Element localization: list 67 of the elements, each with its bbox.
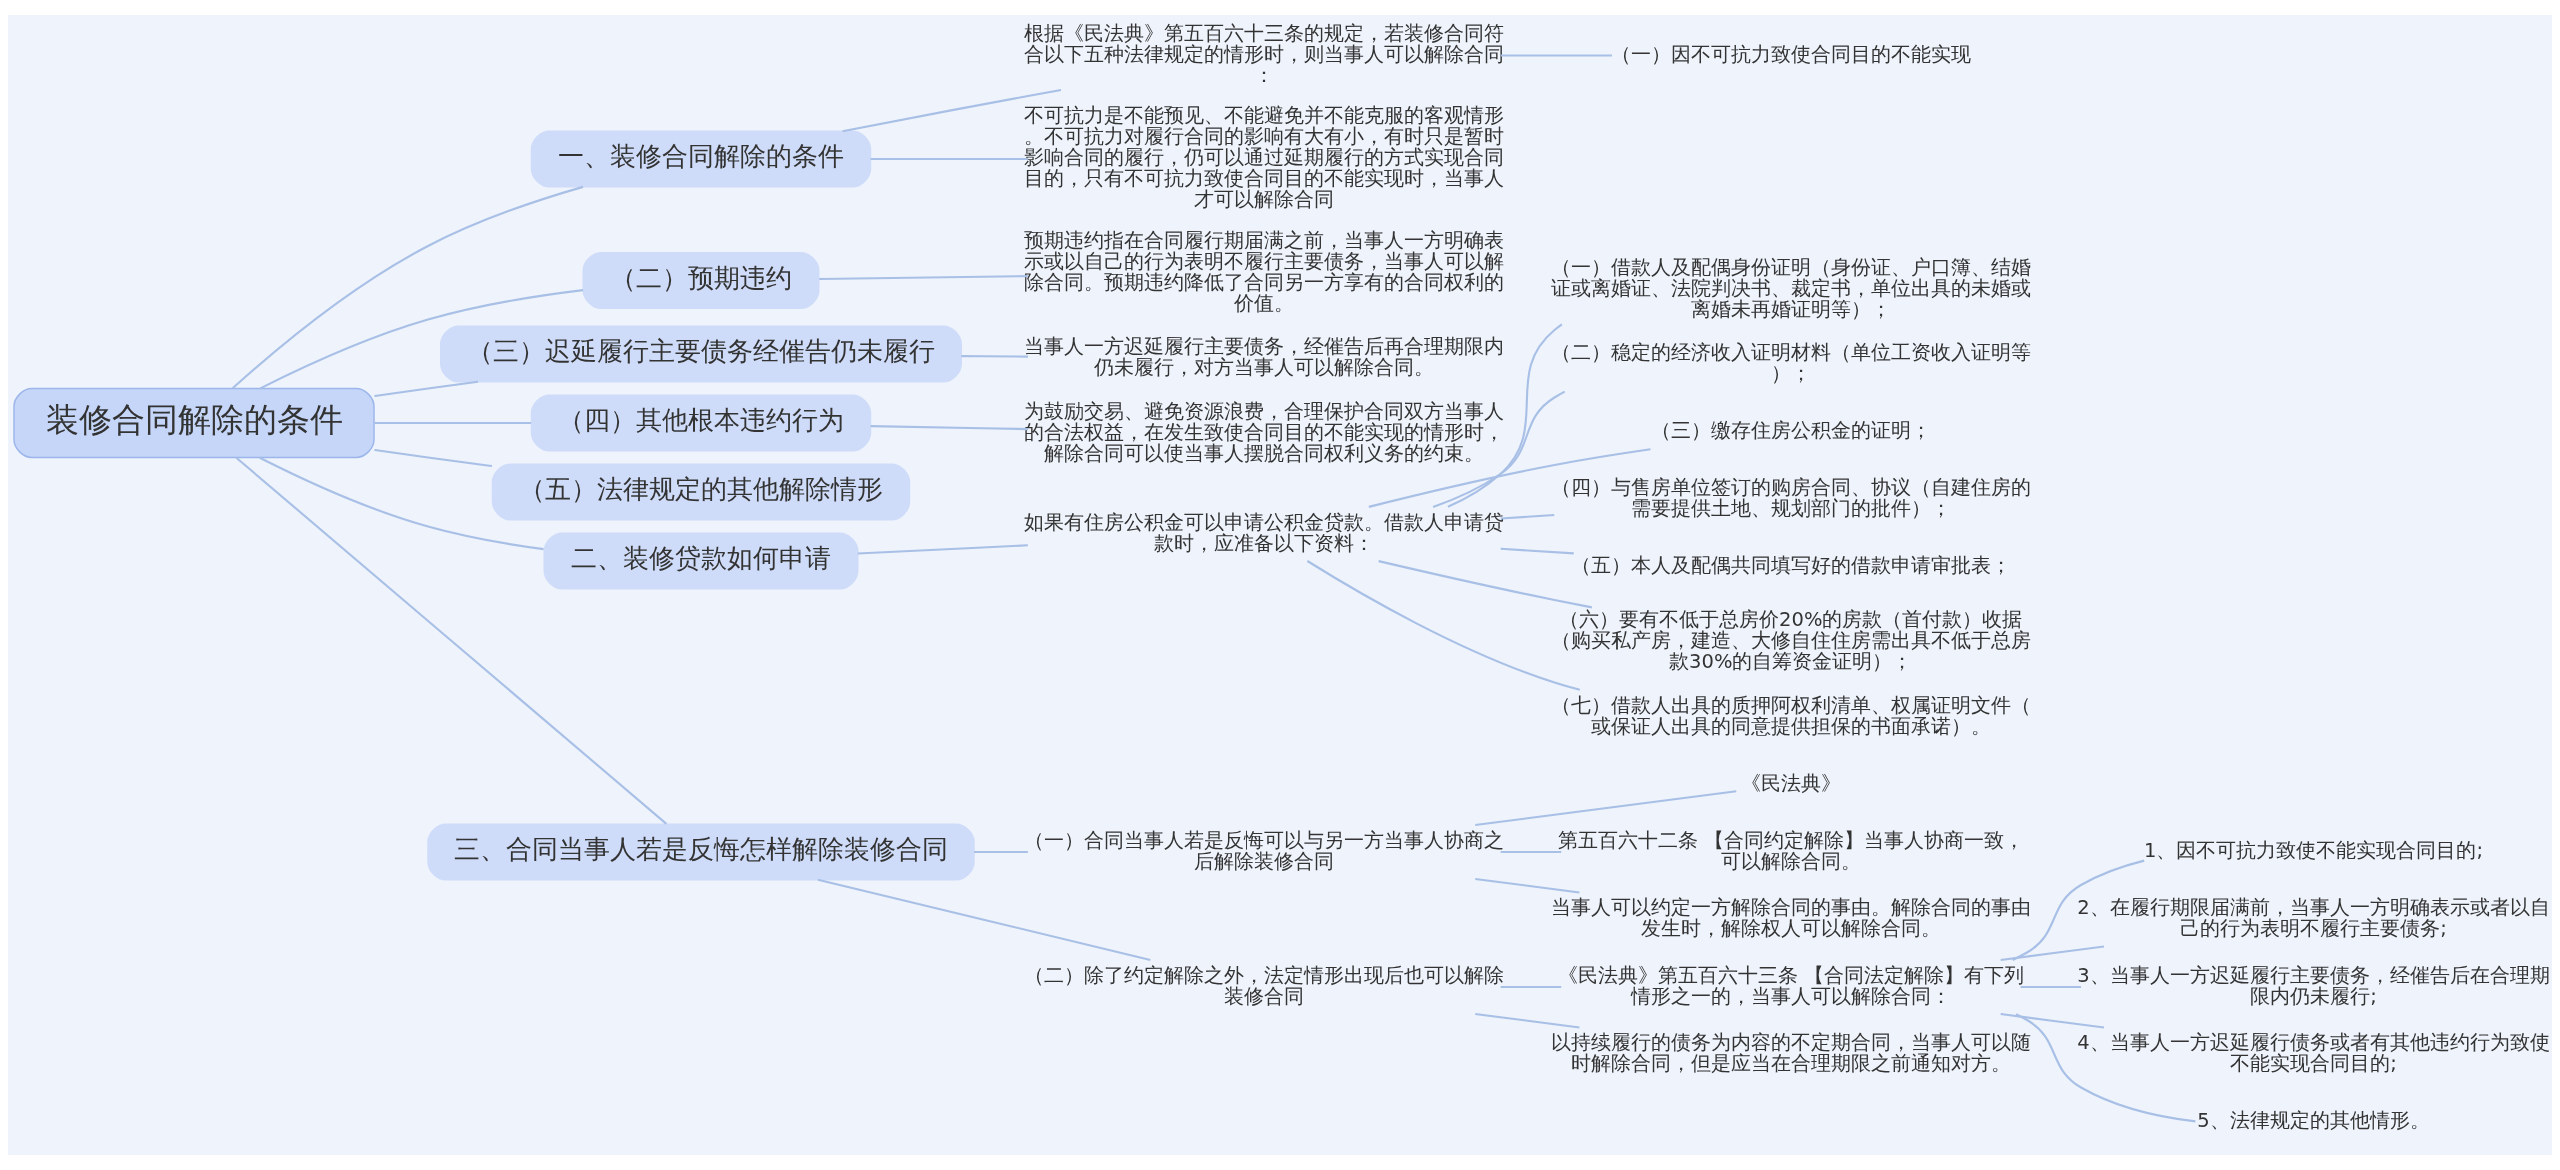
connector xyxy=(1378,560,1593,609)
node-text: （一）借款人及配偶身份证明（身份证、户口簿、结婚证或离婚证、法院判决书、裁定书，单位出具的未婚或离婚未再婚证明等）； xyxy=(1550,255,2031,321)
connector xyxy=(1475,1012,1580,1029)
connector xyxy=(2000,1013,2105,1029)
node-text: 第五百六十二条 【合同约定解除】当事人协商一致，可以解除合同。 xyxy=(1557,828,2024,873)
connector xyxy=(231,185,584,390)
node-text: （四）与售房单位签订的购房合同、协议（自建住房的需要提供土地、规划部门的批件）； xyxy=(1550,476,2031,521)
node-text: 当事人一方迟延履行主要债务，经催告后再合理期限内仍未履行，对方当事人可以解除合同。 xyxy=(1024,335,1505,380)
node-text: 为鼓励交易、避免资源浪费，合理保护合同双方当事人的合法权益，在发生致使合同目的不能实现的情形时，解除合同可以使当事人摆脱合同权利义务的约束。 xyxy=(1024,399,1505,465)
node-box: （四）其他根本违约行为 xyxy=(530,394,872,452)
node-text: 如果有住房公积金可以申请公积金贷款。借款人申请贷款时，应准备以下资料： xyxy=(1024,510,1505,555)
node-text: 2、在履行期限届满前，当事人一方明确表示或者以自己的行为表明不履行主要债务; xyxy=(2077,896,2550,941)
connector xyxy=(1368,448,1651,508)
connector xyxy=(374,448,493,468)
node-text: （二）稳定的经济收入证明材料（单位工资收入证明等）； xyxy=(1550,341,2031,386)
node-text: （一）因不可抗力致使合同目的不能实现 xyxy=(1610,42,1971,66)
connector xyxy=(1500,54,1612,57)
connector xyxy=(870,157,1028,161)
node-text: 4、当事人一方迟延履行债务或者有其他违约行为致使不能实现合同目的; xyxy=(2077,1031,2550,1076)
connector xyxy=(1475,790,1737,827)
connector xyxy=(1475,877,1580,894)
node-text: 预期违约指在合同履行期届满之前，当事人一方明确表示或以自己的行为表明不履行主要债务，当事人可以解除合同。预期违约降低了合同另一方享有的合同权利的价值。 xyxy=(1024,228,1505,315)
node-text: 5、法律规定的其他情形。 xyxy=(2197,1109,2430,1133)
node-text: 不可抗力是不能预见、不能避免并不能克服的客观情形。不可抗力对履行合同的影响有大有小，有时只是暂时影响合同的履行，仍可以通过延期履行的方式实现合同目的，只有不可抗力致使合同目的不能实现时，当事人才可以解除合同 xyxy=(1024,104,1505,212)
connector xyxy=(817,878,1151,961)
connector xyxy=(1500,547,1574,555)
connector xyxy=(259,289,584,390)
node-text: 根据《民法典》第五百六十三条的规定，若装修合同符合以下五种法律规定的情形时，则当事人可以解除合同： xyxy=(1024,21,1505,87)
node-text: （一）合同当事人若是反悔可以与另一方当事人协商之后解除装修合同 xyxy=(1024,828,1505,873)
node-text: （五）本人及配偶共同填写好的借款申请审批表； xyxy=(1570,554,2011,578)
connector xyxy=(1432,390,1566,508)
connector xyxy=(961,355,1028,358)
node-text: （六）要有不低于总房价20%的房款（首付款）收据（购买私产房，建造、大修自住住房需出具不低于总房款30%的自筹资金证明）； xyxy=(1550,608,2031,674)
node-box: 一、装修合同解除的条件 xyxy=(530,130,872,188)
connector xyxy=(819,275,1028,280)
connector xyxy=(1500,850,1562,854)
node-box: （二）预期违约 xyxy=(582,252,820,309)
node-text: 当事人可以约定一方解除合同的事由。解除合同的事由发生时，解除权人可以解除合同。 xyxy=(1550,896,2031,941)
connector xyxy=(374,421,532,425)
connector xyxy=(2012,859,2145,961)
node-text: （三）缴存住房公积金的证明； xyxy=(1650,419,1931,443)
connector xyxy=(974,850,1028,854)
node-box: 二、装修贷款如何申请 xyxy=(543,532,859,590)
node-box: （五）法律规定的其他解除情形 xyxy=(491,463,911,521)
node-box: 装修合同解除的条件 xyxy=(13,387,375,459)
connector xyxy=(857,544,1028,555)
node-text: （二）除了约定解除之外，法定情形出现后也可以解除装修合同 xyxy=(1024,963,1505,1008)
connector xyxy=(2015,1013,2196,1123)
connector xyxy=(259,456,544,551)
connector xyxy=(1500,985,1562,989)
connector xyxy=(2000,945,2105,961)
connector xyxy=(870,425,1028,431)
node-text: 1、因不可抗力致使不能实现合同目的; xyxy=(2144,839,2483,863)
node-text: 以持续履行的债务为内容的不定期合同，当事人可以随时解除合同，但是应当在合理期限之前通知对方。 xyxy=(1550,1031,2031,1076)
connector xyxy=(2020,985,2081,989)
node-text: （七）借款人出具的质押阿权利清单、权属证明文件（或保证人出具的同意提供担保的书面承诺）。 xyxy=(1550,693,2031,738)
connector xyxy=(1500,513,1555,520)
connector xyxy=(374,380,479,398)
connector xyxy=(1306,560,1581,691)
connector xyxy=(1447,323,1563,508)
node-box: （三）迟延履行主要债务经催告仍未履行 xyxy=(440,325,962,383)
connector xyxy=(235,456,668,825)
node-text: 《民法典》第五百六十三条 【合同法定解除】有下列情形之一的，当事人可以解除合同： xyxy=(1557,963,2024,1008)
node-text: 《民法典》 xyxy=(1740,771,1841,795)
connector xyxy=(842,89,1062,133)
node-text: 3、当事人一方迟延履行主要债务，经催告后在合理期限内仍未履行; xyxy=(2077,963,2550,1008)
node-box: 三、合同当事人若是反悔怎样解除装修合同 xyxy=(427,823,975,881)
